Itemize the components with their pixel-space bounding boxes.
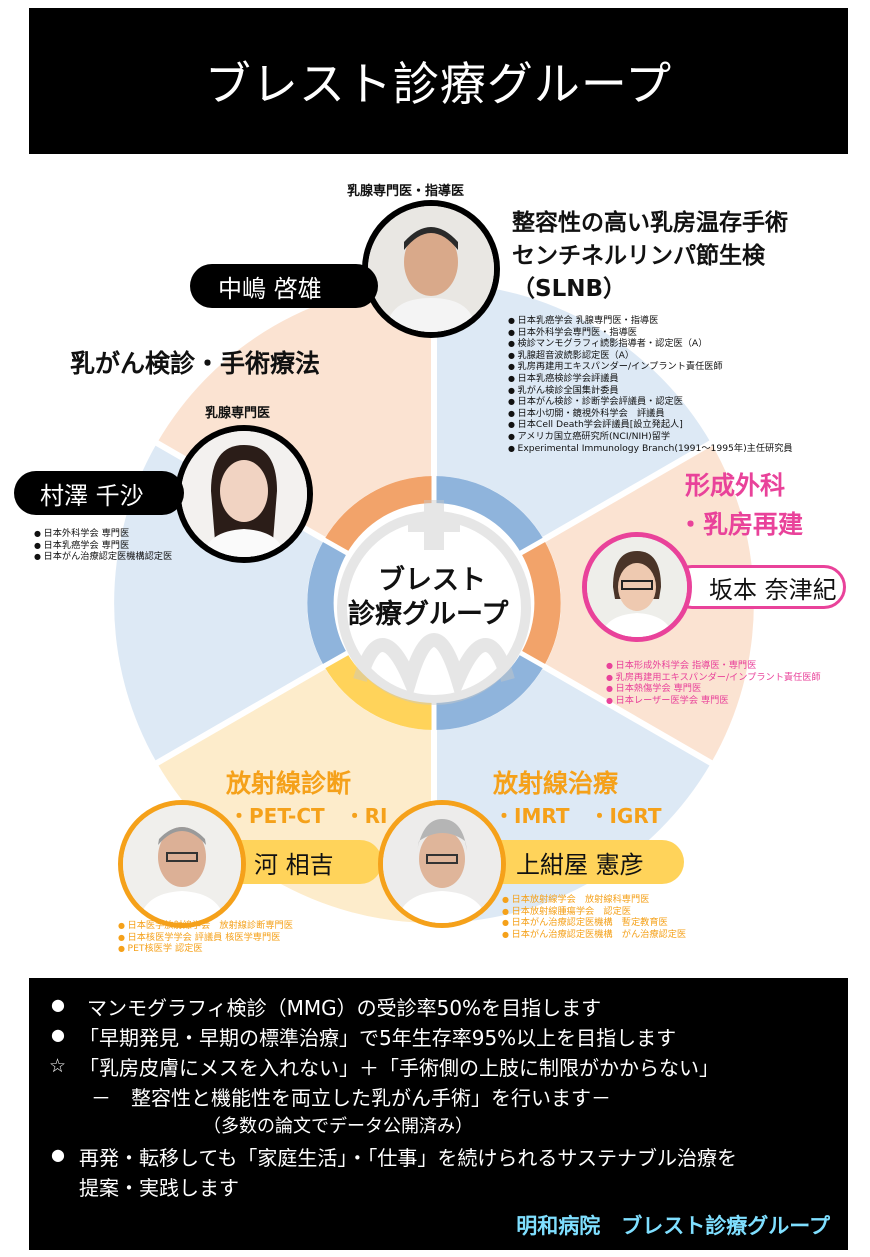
doctor3-credentials: 日本形成外科学会 指導医・専門医 乳房再建用エキスパンダー/インプラント責任医師… bbox=[606, 660, 821, 706]
doctor1-photo bbox=[362, 200, 500, 338]
footer-bullet: ● bbox=[51, 1145, 65, 1164]
footer-line: マンモグラフィ検診（MMG）の受診率50%を目指します bbox=[87, 996, 602, 1020]
credential-item: 日本熱傷学会 専門医 bbox=[606, 683, 821, 695]
footer-bullet: ☆ bbox=[49, 1055, 67, 1077]
header-banner: ブレスト診療グループ bbox=[29, 8, 848, 154]
credential-item: 日本形成外科学会 指導医・専門医 bbox=[606, 660, 821, 672]
doctor5-specialty-line2: ・IMRT ・IGRT bbox=[494, 804, 662, 828]
credential-item: 日本放射線学会 放射線科専門医 bbox=[502, 894, 686, 906]
doctor5-name-tag: 上紺屋 憲彦 bbox=[470, 840, 684, 884]
credential-item: Experimental Immunology Branch(1991～1995… bbox=[508, 443, 793, 455]
section-label-surgery: 乳がん検診・手術療法 bbox=[70, 349, 321, 378]
credential-item: 日本がん治療認定医機構 暫定教育医 bbox=[502, 917, 686, 929]
credential-item: 乳腺超音波読影認定医（A） bbox=[508, 350, 793, 362]
team-diagram: ブレスト 診療グループ 乳腺専門医・指導医 中嶋 啓雄 整容性の高い乳房温存手術… bbox=[0, 160, 870, 980]
doctor5-specialty-line1: 放射線治療 bbox=[493, 769, 619, 798]
doctor5-name: 上紺屋 憲彦 bbox=[516, 850, 644, 879]
footer-line: 再発・転移しても「家庭生活」・「仕事」を続けられるサステナブル治療を bbox=[79, 1146, 737, 1170]
credential-item: PET核医学 認定医 bbox=[118, 943, 293, 955]
footer-line: 「早期発見・早期の標準治療」で5年生存率95%以上を目指します bbox=[79, 1026, 677, 1050]
footer-line: 「乳房皮膚にメスを入れない」＋「手術側の上肢に制限がかからない」 bbox=[79, 1056, 719, 1080]
doctor3-name: 坂本 奈津紀 bbox=[709, 575, 837, 604]
doctor1-name: 中嶋 啓雄 bbox=[218, 274, 322, 303]
doctor1-specialty-line3: （SLNB） bbox=[512, 276, 627, 302]
page-title: ブレスト診療グループ bbox=[204, 57, 673, 111]
doctor4-photo bbox=[118, 800, 246, 928]
person-portrait-icon bbox=[383, 805, 501, 923]
footer-goals-panel: ● マンモグラフィ検診（MMG）の受診率50%を目指します ● 「早期発見・早期… bbox=[29, 978, 848, 1250]
ring-bottom-right bbox=[434, 653, 544, 730]
credential-item: 日本Cell Death学会評議員[設立発起人] bbox=[508, 419, 793, 431]
doctor5-photo bbox=[378, 800, 506, 928]
credential-item: 日本がん検診・診断学会評議員・認定医 bbox=[508, 396, 793, 408]
footer-line: （多数の論文でデータ公開済み） bbox=[203, 1116, 473, 1137]
credential-item: 乳房再建用エキスパンダー/インプラント責任医師 bbox=[606, 672, 821, 684]
doctor1-name-tag: 中嶋 啓雄 bbox=[190, 264, 378, 308]
footer-bullet: ● bbox=[51, 995, 65, 1014]
doctor3-name-tag: 坂本 奈津紀 bbox=[670, 565, 846, 609]
footer-bullet: ● bbox=[51, 1025, 65, 1044]
doctor3-specialty-line1: 形成外科 bbox=[685, 471, 786, 500]
credential-item: 日本外科学会専門医・指導医 bbox=[508, 327, 793, 339]
doctor2-name-tag: 村澤 千沙 bbox=[14, 471, 184, 515]
doctor4-name: 河 相吉 bbox=[254, 850, 334, 879]
credential-item: 日本医学放射線学会 放射線診断専門医 bbox=[118, 920, 293, 932]
credential-item: 日本核医学学会 評議員 核医学専門医 bbox=[118, 932, 293, 944]
credential-item: 検診マンモグラフィ読影指導者・認定医（A） bbox=[508, 338, 793, 350]
person-portrait-icon bbox=[587, 537, 687, 637]
credential-item: 乳房再建用エキスパンダー/インプラント責任医師 bbox=[508, 361, 793, 373]
credential-item: 日本乳癌学会 専門医 bbox=[34, 540, 172, 552]
footer-line: 提案・実践します bbox=[79, 1176, 239, 1200]
doctor1-caption: 乳腺専門医・指導医 bbox=[347, 184, 465, 199]
ring-top-right bbox=[434, 476, 544, 553]
doctor4-specialty-line1: 放射線診断 bbox=[226, 769, 352, 798]
credential-item: 乳がん検診全国集計委員 bbox=[508, 385, 793, 397]
doctor3-photo bbox=[582, 532, 692, 642]
ring-left bbox=[307, 540, 347, 666]
doctor3-specialty-line2: ・乳房再建 bbox=[678, 510, 804, 539]
person-portrait-icon bbox=[181, 431, 307, 557]
credential-item: 日本乳癌学会 乳腺専門医・指導医 bbox=[508, 315, 793, 327]
credential-item: アメリカ国立癌研究所(NCI/NIH)留学 bbox=[508, 431, 793, 443]
doctor2-credentials: 日本外科学会 専門医 日本乳癌学会 専門医 日本がん治療認定医機構認定医 bbox=[34, 528, 173, 563]
hospital-logo-watermark-icon bbox=[337, 500, 531, 705]
person-portrait-icon bbox=[368, 206, 494, 332]
ring-right bbox=[521, 540, 561, 666]
ring-bottom-left bbox=[324, 653, 434, 730]
doctor5-credentials: 日本放射線学会 放射線科専門医 日本放射線腫瘍学会 認定医 日本がん治療認定医機… bbox=[502, 894, 687, 941]
doctor2-photo bbox=[175, 425, 313, 563]
credential-item: 日本外科学会 専門医 bbox=[34, 528, 172, 540]
doctor4-credentials: 日本医学放射線学会 放射線診断専門医 日本核医学学会 評議員 核医学専門医 PE… bbox=[118, 920, 293, 955]
credential-item: 日本放射線腫瘍学会 認定医 bbox=[502, 906, 686, 918]
doctor2-name: 村澤 千沙 bbox=[40, 481, 144, 510]
credential-item: 日本乳癌検診学会評議員 bbox=[508, 373, 793, 385]
doctor1-specialty-line1: 整容性の高い乳房温存手術 bbox=[512, 210, 788, 236]
person-portrait-icon bbox=[123, 805, 241, 923]
doctor1-specialty-line2: センチネルリンパ節生検 bbox=[512, 243, 765, 269]
credential-item: 日本がん治療認定医機構 がん治療認定医 bbox=[502, 929, 687, 941]
ring-top-left bbox=[324, 476, 434, 553]
credential-item: 日本小切開・鏡視外科学会 評議員 bbox=[508, 408, 793, 420]
credential-item: 日本レーザー医学会 専門医 bbox=[606, 695, 821, 707]
credential-item: 日本がん治療認定医機構認定医 bbox=[34, 551, 173, 563]
doctor4-specialty-line2: ・PET-CT ・RI bbox=[229, 804, 388, 828]
doctor1-credentials: 日本乳癌学会 乳腺専門医・指導医 日本外科学会専門医・指導医 検診マンモグラフィ… bbox=[508, 315, 793, 454]
footer-line: － 整容性と機能性を両立した乳がん手術」を行います－ bbox=[91, 1086, 611, 1110]
center-title-line2: 診療グループ bbox=[348, 599, 509, 630]
doctor2-caption: 乳腺専門医 bbox=[205, 406, 271, 421]
footer-signature: 明和病院 ブレスト診療グループ bbox=[516, 1214, 830, 1238]
center-title-line1: ブレスト bbox=[378, 565, 486, 596]
